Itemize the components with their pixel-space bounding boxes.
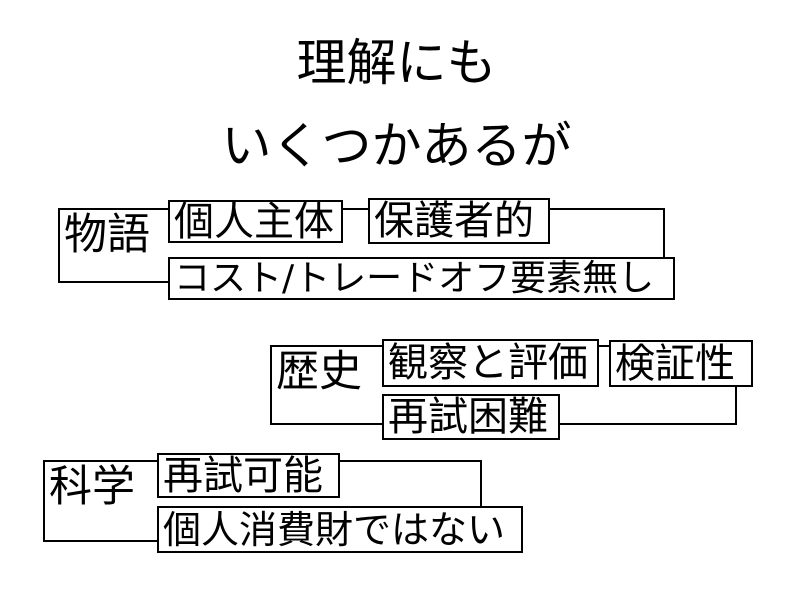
group-label-science: 科学	[49, 462, 135, 512]
box-not-personal-consumer-good-text: 個人消費財ではない	[163, 507, 506, 552]
box-individual-subject: 個人主体	[168, 200, 343, 243]
slide-title-line-1: 理解にも	[296, 34, 497, 92]
slide-title-line-2: いくつかあるが	[221, 117, 572, 175]
box-observation-evaluation: 観察と評価	[382, 339, 599, 387]
group-label-history: 歴史	[276, 347, 362, 397]
group-label-story: 物語	[64, 210, 150, 260]
box-retest-possible-text: 再試可能	[163, 452, 323, 499]
box-protective-text: 保護者的	[374, 198, 534, 244]
box-no-cost-tradeoff-text: コスト/トレードオフ要素無し	[174, 257, 655, 299]
box-not-personal-consumer-good: 個人消費財ではない	[157, 506, 523, 553]
box-protective: 保護者的	[368, 198, 550, 244]
box-retest-difficult-text: 再試困難	[388, 394, 548, 440]
box-retest-difficult: 再試困難	[382, 394, 560, 440]
box-individual-subject-text: 個人主体	[174, 198, 334, 245]
box-retest-possible: 再試可能	[157, 453, 340, 498]
box-observation-evaluation-text: 観察と評価	[388, 340, 588, 386]
box-verifiability-text: 検証性	[615, 340, 735, 387]
box-no-cost-tradeoff: コスト/トレードオフ要素無し	[168, 257, 675, 300]
box-verifiability: 検証性	[609, 340, 753, 387]
